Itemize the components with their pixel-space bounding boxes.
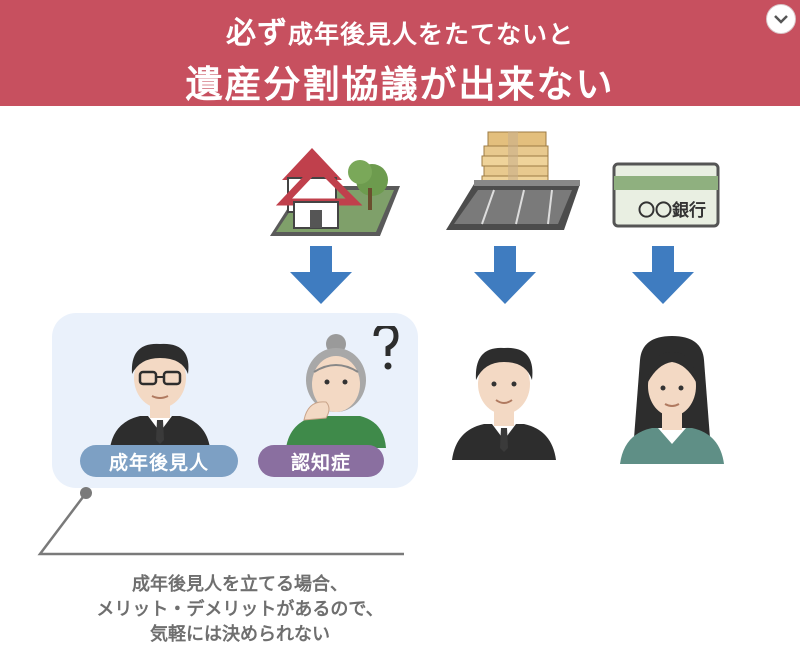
banner-line1-text: 成年後見人をたてないと	[287, 20, 574, 49]
note-line3: 気軽には決められない	[150, 624, 330, 645]
bank-label: 〇〇銀行	[638, 200, 706, 221]
guardian-label: 成年後見人	[80, 445, 238, 477]
banner-line2: 遺産分割協議が出来ない	[185, 63, 615, 106]
arrow-down-icon	[632, 246, 694, 304]
house-on-land-icon	[262, 144, 402, 240]
chevron-down-icon	[774, 15, 788, 24]
bankbook-icon: 〇〇銀行	[612, 162, 722, 232]
arrow-down-icon	[474, 246, 536, 304]
elderly-woman-confused-icon	[278, 326, 408, 448]
arrow-down-icon	[290, 246, 352, 304]
man-with-glasses-icon	[100, 332, 220, 448]
collapse-button[interactable]	[766, 4, 796, 34]
note-line1: 成年後見人を立てる場合、	[132, 574, 348, 595]
cash-and-land-icon	[444, 120, 584, 232]
banner-emphasis: 必ず	[225, 16, 288, 51]
note-text: 成年後見人を立てる場合、 メリット・デメリットがあるので、 気軽には決められない	[30, 572, 450, 647]
woman-icon	[614, 330, 730, 464]
man-in-suit-icon	[446, 330, 562, 460]
banner-line1: 必ず成年後見人をたてないと	[0, 8, 800, 52]
dementia-label: 認知症	[258, 445, 384, 477]
header-banner: 必ず成年後見人をたてないと 遺産分割協議が出来ない	[0, 0, 800, 106]
note-line2: メリット・デメリットがあるので、	[96, 599, 384, 620]
